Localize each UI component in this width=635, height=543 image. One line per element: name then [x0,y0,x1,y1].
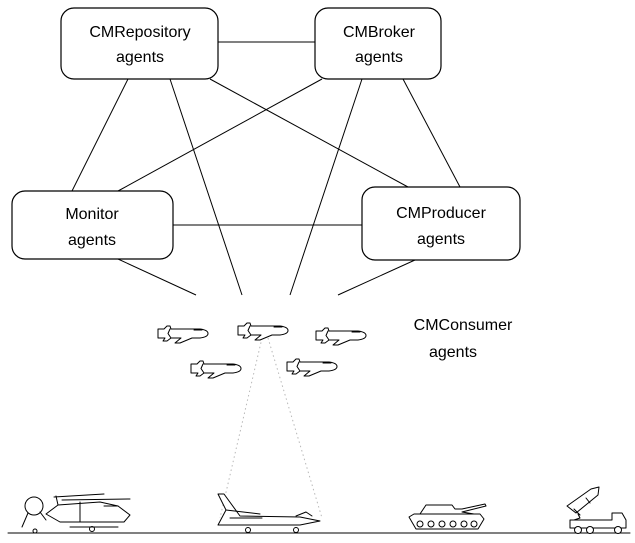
cmbroker-label-line2: agents [355,49,403,66]
cmconsumer-label-line2: agents [429,344,477,361]
fighter-jet-icon [217,493,321,533]
surveillance-beam [219,337,323,519]
tank-icon [408,503,487,530]
cmproducer-label-line2: agents [417,231,465,248]
aircraft-icon [237,322,289,341]
aircraft-icon [315,327,367,346]
cmbroker-box [314,7,442,80]
link-producer-consumer [337,259,416,296]
monitor-label-line2: agents [68,232,116,249]
aircraft-icon [190,360,242,379]
link-broker-consumer [289,78,363,296]
node-monitor: Monitor agents [11,190,174,260]
monitor-label-line1: Monitor [65,206,119,223]
link-broker-producer [402,78,461,188]
link-broker-monitor [117,78,323,192]
missile-launcher-icon [566,486,627,534]
cmrepository-label-line2: agents [116,49,164,66]
helicopter-icon [21,493,131,534]
cmrepository-box [60,7,219,80]
aircraft-icon [157,325,209,344]
link-repository-consumer [169,78,243,296]
cmproducer-label-line1: CMProducer [396,205,486,222]
monitor-box [11,190,174,260]
cmrepository-label-line1: CMRepository [89,24,190,41]
consumer-aircraft-group [157,322,367,379]
link-repository-producer [209,78,409,188]
cmbroker-label-line1: CMBroker [343,24,416,41]
beam-left-edge [219,337,263,519]
cmconsumer-label-line1: CMConsumer [414,317,513,334]
node-cmproducer: CMProducer agents [361,186,521,261]
node-cmrepository: CMRepository agents [60,7,219,80]
link-repository-monitor [71,78,129,192]
connections [71,41,461,296]
node-cmbroker: CMBroker agents [314,7,442,80]
aircraft-icon [286,358,338,377]
cmproducer-box [361,186,521,261]
link-monitor-consumer [117,258,197,296]
node-cmconsumer: CMConsumer agents [414,317,513,361]
